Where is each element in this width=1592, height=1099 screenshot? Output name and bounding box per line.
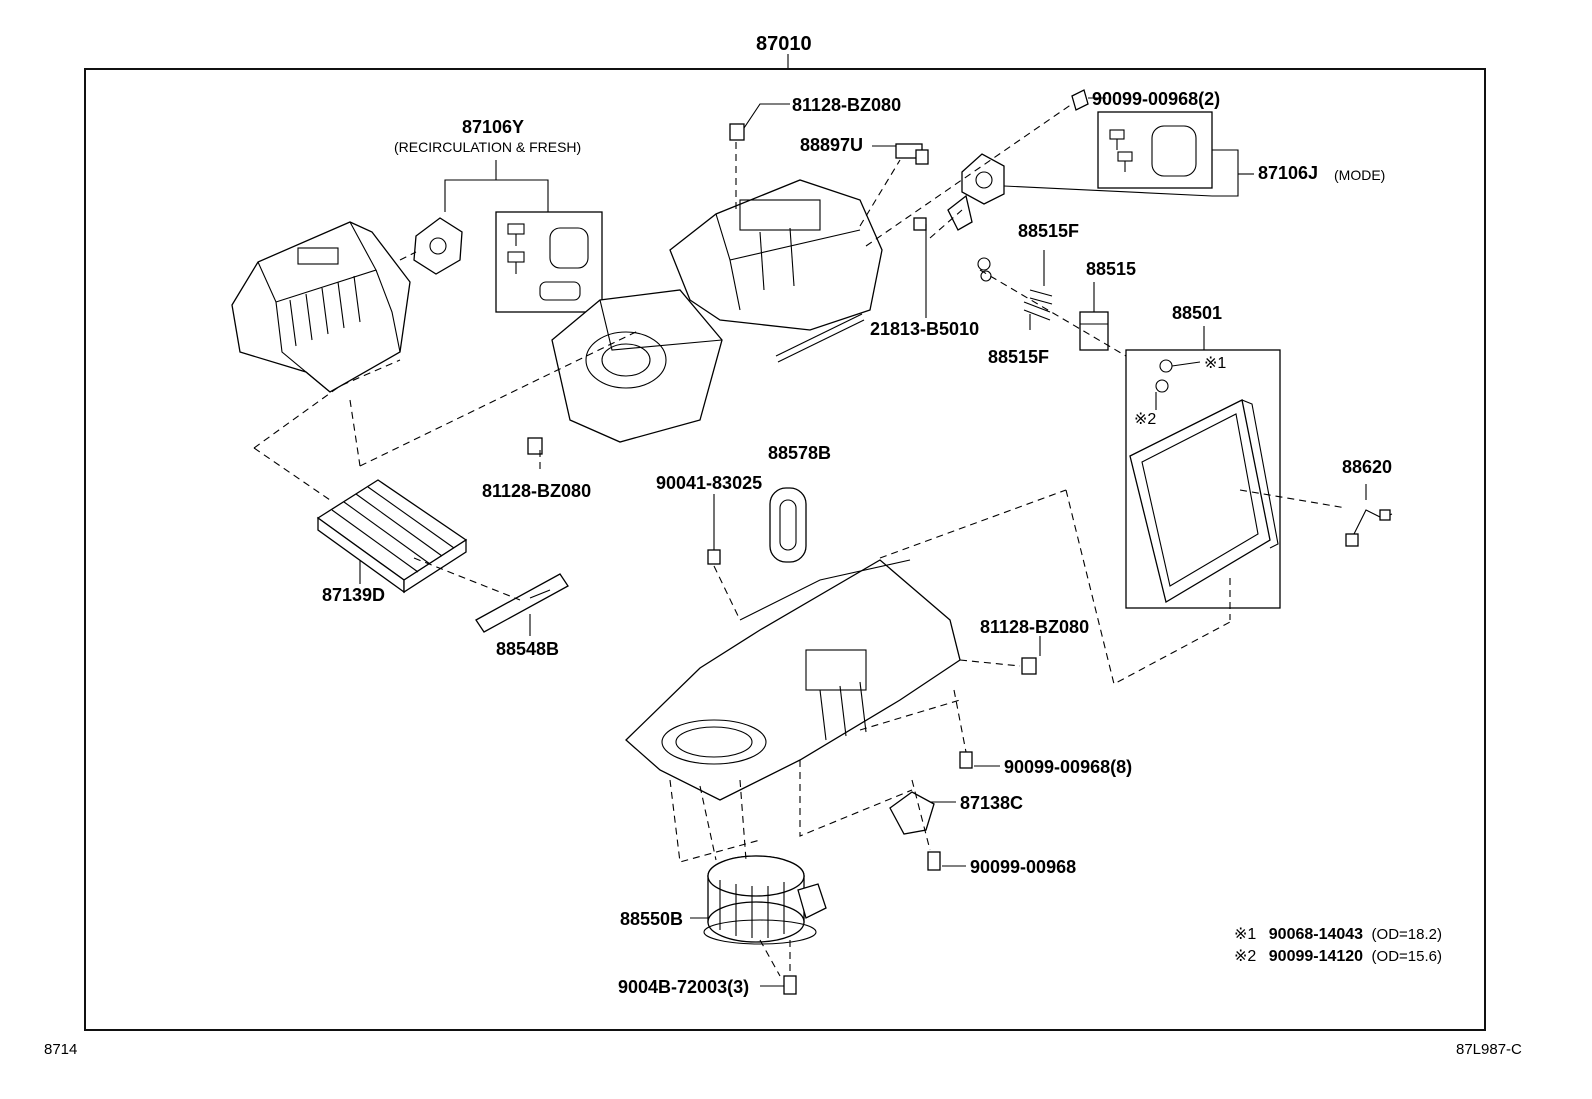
evaporator-core [1129, 399, 1279, 604]
screw-single [927, 851, 966, 871]
note-part: 90068-14043 [1268, 926, 1364, 943]
label-90099-8: 90099-00968(8) [1004, 757, 1133, 777]
clip-right [1021, 657, 1037, 675]
label-90099-2: 90099-00968(2) [1092, 89, 1221, 109]
evaporator-box [1125, 349, 1281, 609]
note-part: 90099-14120 [1268, 948, 1364, 965]
note-mark: ※1 [1234, 926, 1257, 943]
label-90041: 90041-83025 [656, 473, 763, 493]
label-87106J: 87106J [1258, 163, 1319, 183]
label-21813: 21813-B5010 [870, 319, 980, 339]
kit-box-recirc [495, 211, 603, 313]
diagram-frame [84, 68, 1486, 1031]
label-87138C: 87138C [960, 793, 1024, 813]
label-88897U: 88897U [800, 135, 864, 155]
label-87139D: 87139D [322, 585, 386, 605]
intake-housing [231, 221, 411, 393]
sensor-88897U [872, 143, 929, 165]
label-88515F-a: 88515F [1018, 221, 1080, 241]
expansion-valve [1079, 282, 1109, 351]
label-88501: 88501 [1172, 303, 1223, 323]
label-87106Y-note: (RECIRCULATION & FRESH) [394, 139, 582, 155]
note-spec: (OD=15.6) [1371, 948, 1442, 965]
assembly-lines [253, 103, 1347, 977]
footer-left-code: 8714 [44, 1041, 78, 1058]
clip-90041 [707, 549, 721, 565]
notes-block: ※1 90068-14043 (OD=18.2) ※2 90099-14120 … [1234, 924, 1442, 968]
label-88515: 88515 [1086, 259, 1137, 279]
clip-top [729, 123, 745, 141]
label-9004B: 9004B-72003(3) [618, 977, 750, 997]
screw-9004B [783, 975, 797, 995]
recirc-servo [413, 217, 463, 275]
blower-motor [703, 855, 827, 945]
filter-cover [475, 573, 569, 633]
label-90099-single: 90099-00968 [970, 857, 1077, 877]
seal-88578B [769, 487, 807, 563]
temp-sensor-88620 [1345, 484, 1393, 547]
note-row: ※2 90099-14120 (OD=15.6) [1234, 946, 1442, 968]
note-mark: ※2 [1234, 948, 1257, 965]
clip-left [527, 437, 543, 455]
label-88620: 88620 [1342, 457, 1393, 477]
kit-box-mode [1097, 111, 1213, 189]
label-87106Y: 87106Y [462, 117, 525, 137]
resistor-87138C [889, 791, 956, 835]
label-mark1: ※1 [1204, 355, 1227, 372]
footer-right-code: 87L987-C [1456, 1041, 1522, 1058]
label-88548B: 88548B [496, 639, 560, 659]
blower-case-upper [551, 289, 723, 443]
label-88515F-b: 88515F [988, 347, 1050, 367]
note-spec: (OD=18.2) [1371, 926, 1442, 943]
label-assembly: 87010 [756, 33, 812, 55]
label-88578B: 88578B [768, 443, 832, 463]
cabin-filter [316, 479, 468, 594]
label-81128-left: 81128-BZ080 [482, 481, 592, 501]
label-81128-right: 81128-BZ080 [980, 617, 1090, 637]
screw-top [1071, 89, 1089, 111]
clip-21813 [913, 217, 927, 231]
label-88550B: 88550B [620, 909, 684, 929]
note-row: ※1 90068-14043 (OD=18.2) [1234, 924, 1442, 946]
lower-case [625, 559, 961, 801]
label-87106J-note: (MODE) [1334, 167, 1386, 183]
label-mark2: ※2 [1134, 411, 1157, 428]
label-81128-top: 81128-BZ080 [792, 95, 902, 115]
screw-8 [959, 751, 1000, 769]
mode-servo [947, 153, 1005, 231]
upper-case [669, 179, 883, 331]
